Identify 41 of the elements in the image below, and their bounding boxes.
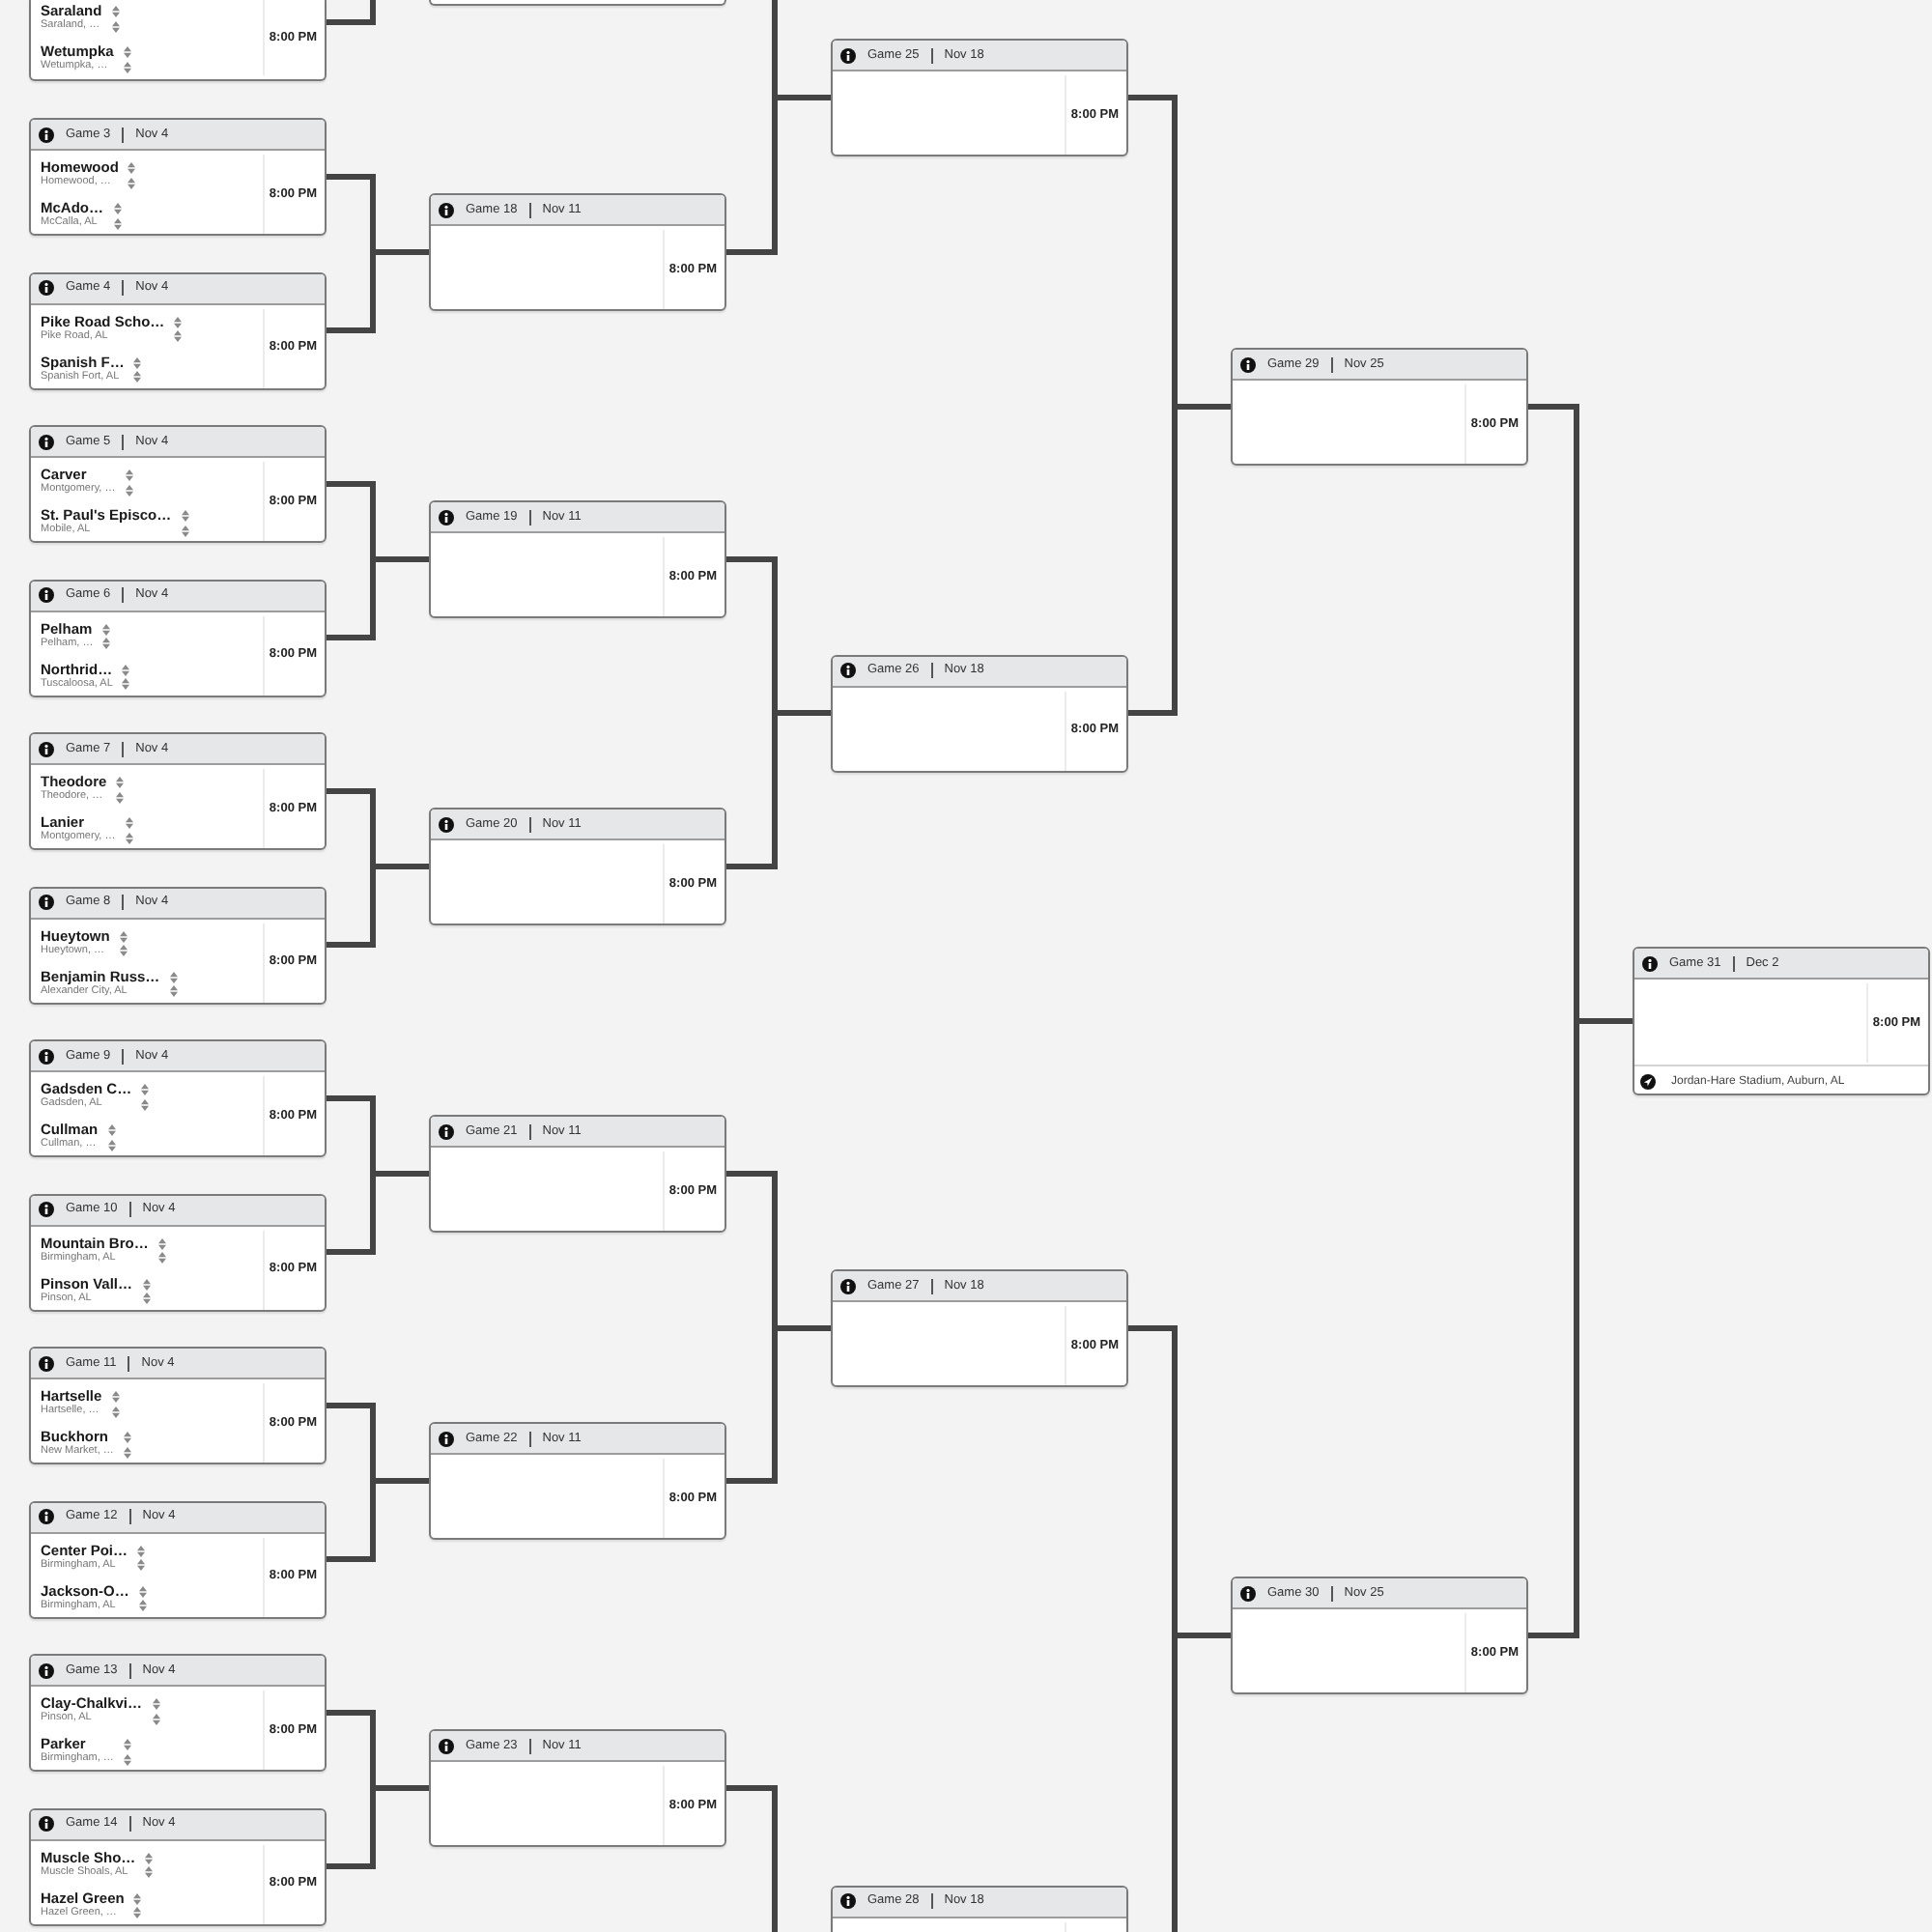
bracket-line: [327, 1478, 429, 1562]
game-card: [29, 1347, 327, 1464]
game-card: [831, 1269, 1128, 1387]
game-card: [429, 1729, 726, 1847]
game-card: [29, 425, 327, 543]
game-card: [1633, 947, 1930, 1095]
game-card: [1231, 1577, 1528, 1694]
game-card: [29, 886, 327, 1004]
game-card: [429, 1115, 726, 1233]
game-card: [29, 1654, 327, 1772]
bracket-line: [327, 864, 429, 948]
game-card: [831, 654, 1128, 772]
game-card: [29, 1807, 327, 1925]
game-card: [429, 193, 726, 311]
game-card: [1231, 348, 1528, 466]
game-card: [29, 732, 327, 850]
bracket-line: [327, 249, 429, 333]
bracket-line: [726, 1785, 778, 1932]
game-card: [29, 1193, 327, 1311]
bracket-line: [726, 710, 831, 869]
bracket-line: [327, 1785, 429, 1869]
game-card: [831, 39, 1128, 156]
bracket-line: [726, 1325, 831, 1484]
game-card: [429, 1422, 726, 1540]
bracket-line: [327, 556, 429, 640]
game-card: [429, 0, 726, 6]
game-card: [29, 1039, 327, 1157]
game-card: [29, 579, 327, 696]
bracket-line: [1528, 1018, 1633, 1638]
bracket-line: [726, 95, 831, 255]
game-card: [429, 500, 726, 618]
bracket-line: [327, 1171, 429, 1255]
game-card: [29, 0, 327, 81]
game-card: [831, 1885, 1128, 1932]
game-card: [29, 118, 327, 236]
bracket-line: [1172, 1633, 1231, 1932]
bracket-line: [327, 0, 376, 25]
game-card: [29, 1500, 327, 1618]
game-card: [429, 808, 726, 925]
bracket-line: [1128, 404, 1231, 716]
game-card: [29, 271, 327, 389]
